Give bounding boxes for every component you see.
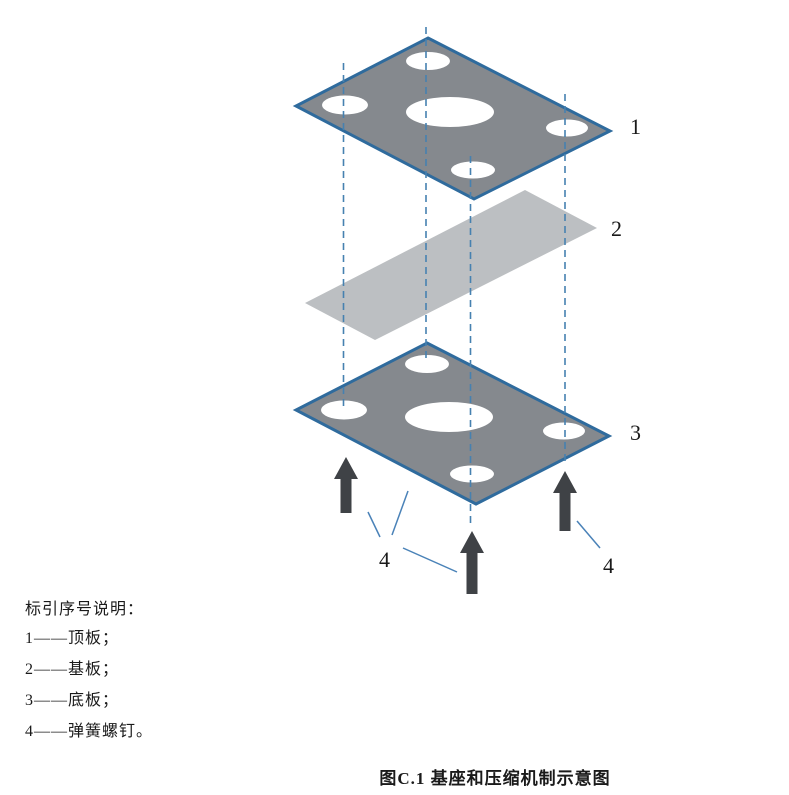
spring-screw-arrow-right (553, 471, 577, 531)
bottom-plate-hole-right (543, 422, 585, 440)
leader-line-upper (391, 490, 409, 536)
label-spring-screw-right: 4 (603, 553, 614, 578)
bottom-plate-hole-left (321, 400, 367, 420)
label-spring-screw-left: 4 (379, 547, 390, 572)
leader-line-left-arrow (367, 511, 381, 538)
top-plate-hole-center (406, 97, 494, 127)
leader-line-right-arrow (576, 520, 601, 549)
top-plate-hole-right (546, 119, 588, 137)
legend-item-bottom-plate: 3——底板； (25, 692, 120, 709)
top-plate (292, 36, 614, 201)
top-plate-hole-top (406, 52, 450, 70)
spring-screw-arrow-center (460, 531, 484, 594)
leader-line-center-arrow (402, 547, 458, 573)
leader-lines (367, 490, 601, 573)
spring-screw-arrow-left (334, 457, 358, 513)
top-plate-hole-left (322, 95, 368, 115)
legend-item-spring-screw: 4——弹簧螺钉。 (25, 723, 154, 740)
bottom-plate-hole-bottom (450, 465, 494, 483)
figure-caption: 图C.1 基座和压缩机制示意图 (379, 769, 611, 788)
legend-title: 标引序号说明： (25, 601, 145, 618)
base-plate-shape (305, 190, 597, 340)
label-base-plate: 2 (611, 216, 622, 241)
top-plate-hole-bottom (451, 161, 495, 179)
legend-item-base-plate: 2——基板； (25, 661, 120, 678)
legend-item-top-plate: 1——顶板； (25, 630, 120, 647)
bottom-plate-hole-center (405, 402, 493, 432)
alignment-dashed-lines (342, 27, 566, 528)
spring-screw-arrows (334, 457, 577, 594)
label-top-plate: 1 (630, 114, 641, 139)
label-bottom-plate: 3 (630, 420, 641, 445)
bottom-plate-hole-top (405, 355, 449, 373)
